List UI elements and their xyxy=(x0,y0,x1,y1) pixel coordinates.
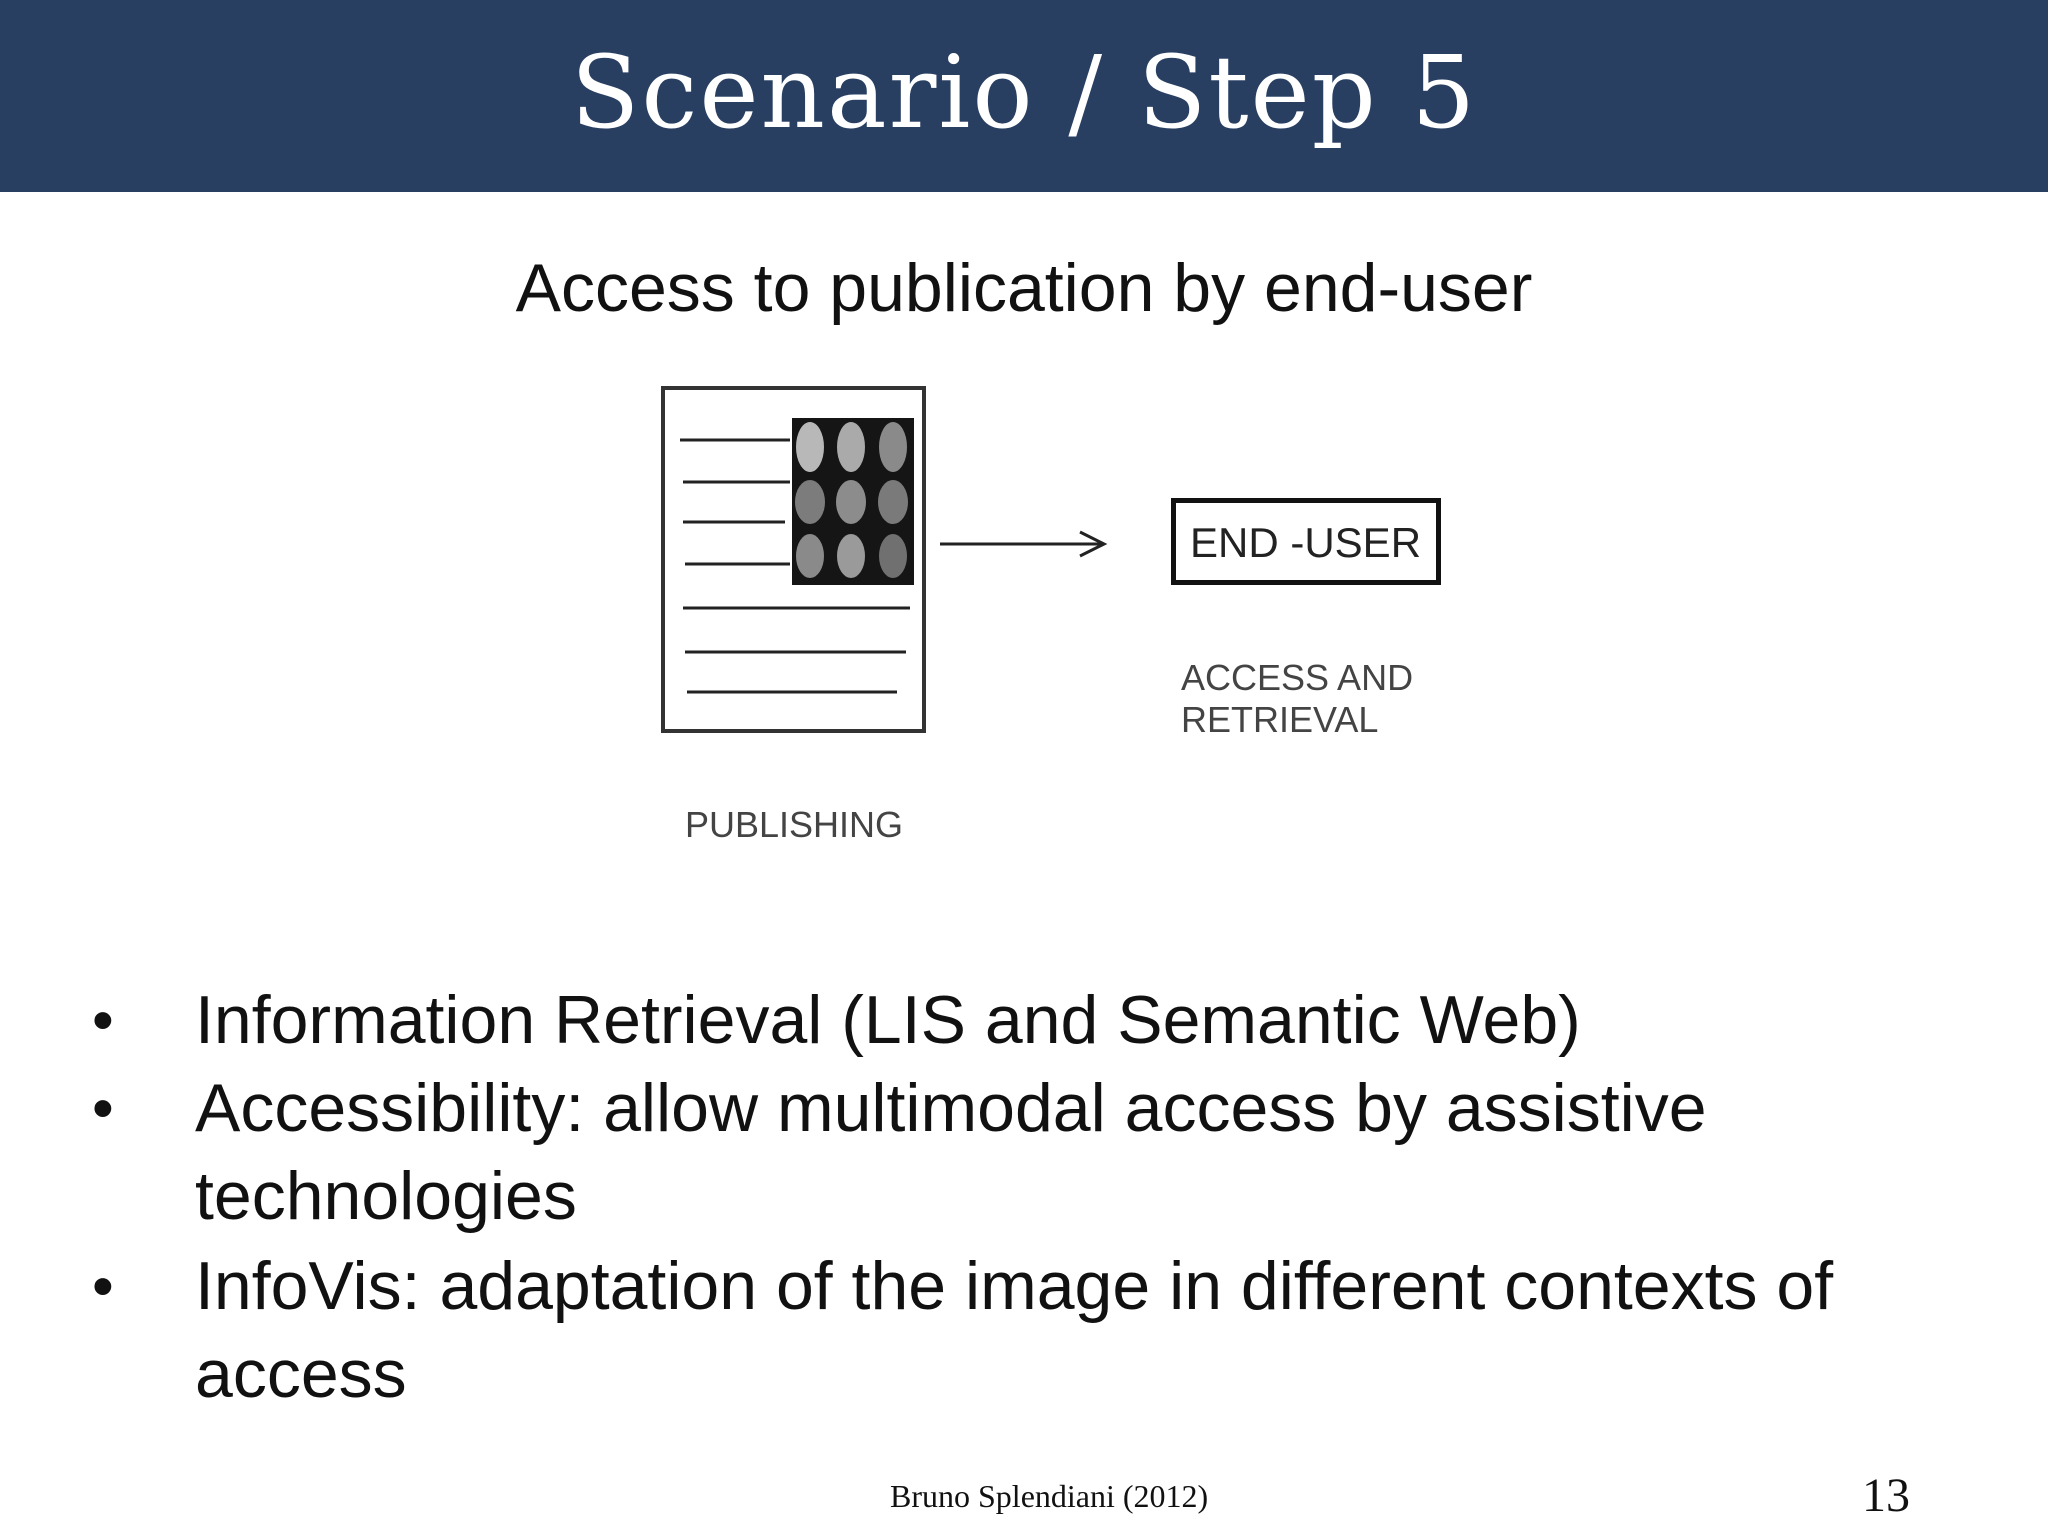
slide-subtitle: Access to publication by end-user xyxy=(515,250,1533,326)
page-number: 13 xyxy=(1862,1469,1910,1522)
footer-author: Bruno Splendiani (2012) xyxy=(890,1478,1209,1514)
publishing-label: PUBLISHING xyxy=(685,804,904,845)
bullet-marker: • xyxy=(92,1252,114,1321)
access-retrieval-label-line2: RETRIEVAL xyxy=(1181,699,1379,740)
bullet-item-3-line-1: InfoVis: adaptation of the image in diff… xyxy=(195,1248,1834,1324)
bullet-marker: • xyxy=(92,986,114,1055)
bullet-item-2-line-2: technologies xyxy=(195,1158,577,1234)
bullet-marker: • xyxy=(92,1074,114,1143)
slide-title: Scenario / Step 5 xyxy=(570,34,1478,151)
title-bar: Scenario / Step 5 xyxy=(0,0,2048,192)
access-retrieval-label-line1: ACCESS AND xyxy=(1181,657,1414,698)
end-user-box: END -USER xyxy=(1171,498,1441,585)
bullet-item-3-line-2: access xyxy=(195,1336,407,1412)
bullet-item-1-line-1: Information Retrieval (LIS and Semantic … xyxy=(195,982,1581,1058)
end-user-label: END -USER xyxy=(1190,519,1422,566)
bullet-item-2-line-1: Accessibility: allow multimodal access b… xyxy=(195,1070,1707,1146)
